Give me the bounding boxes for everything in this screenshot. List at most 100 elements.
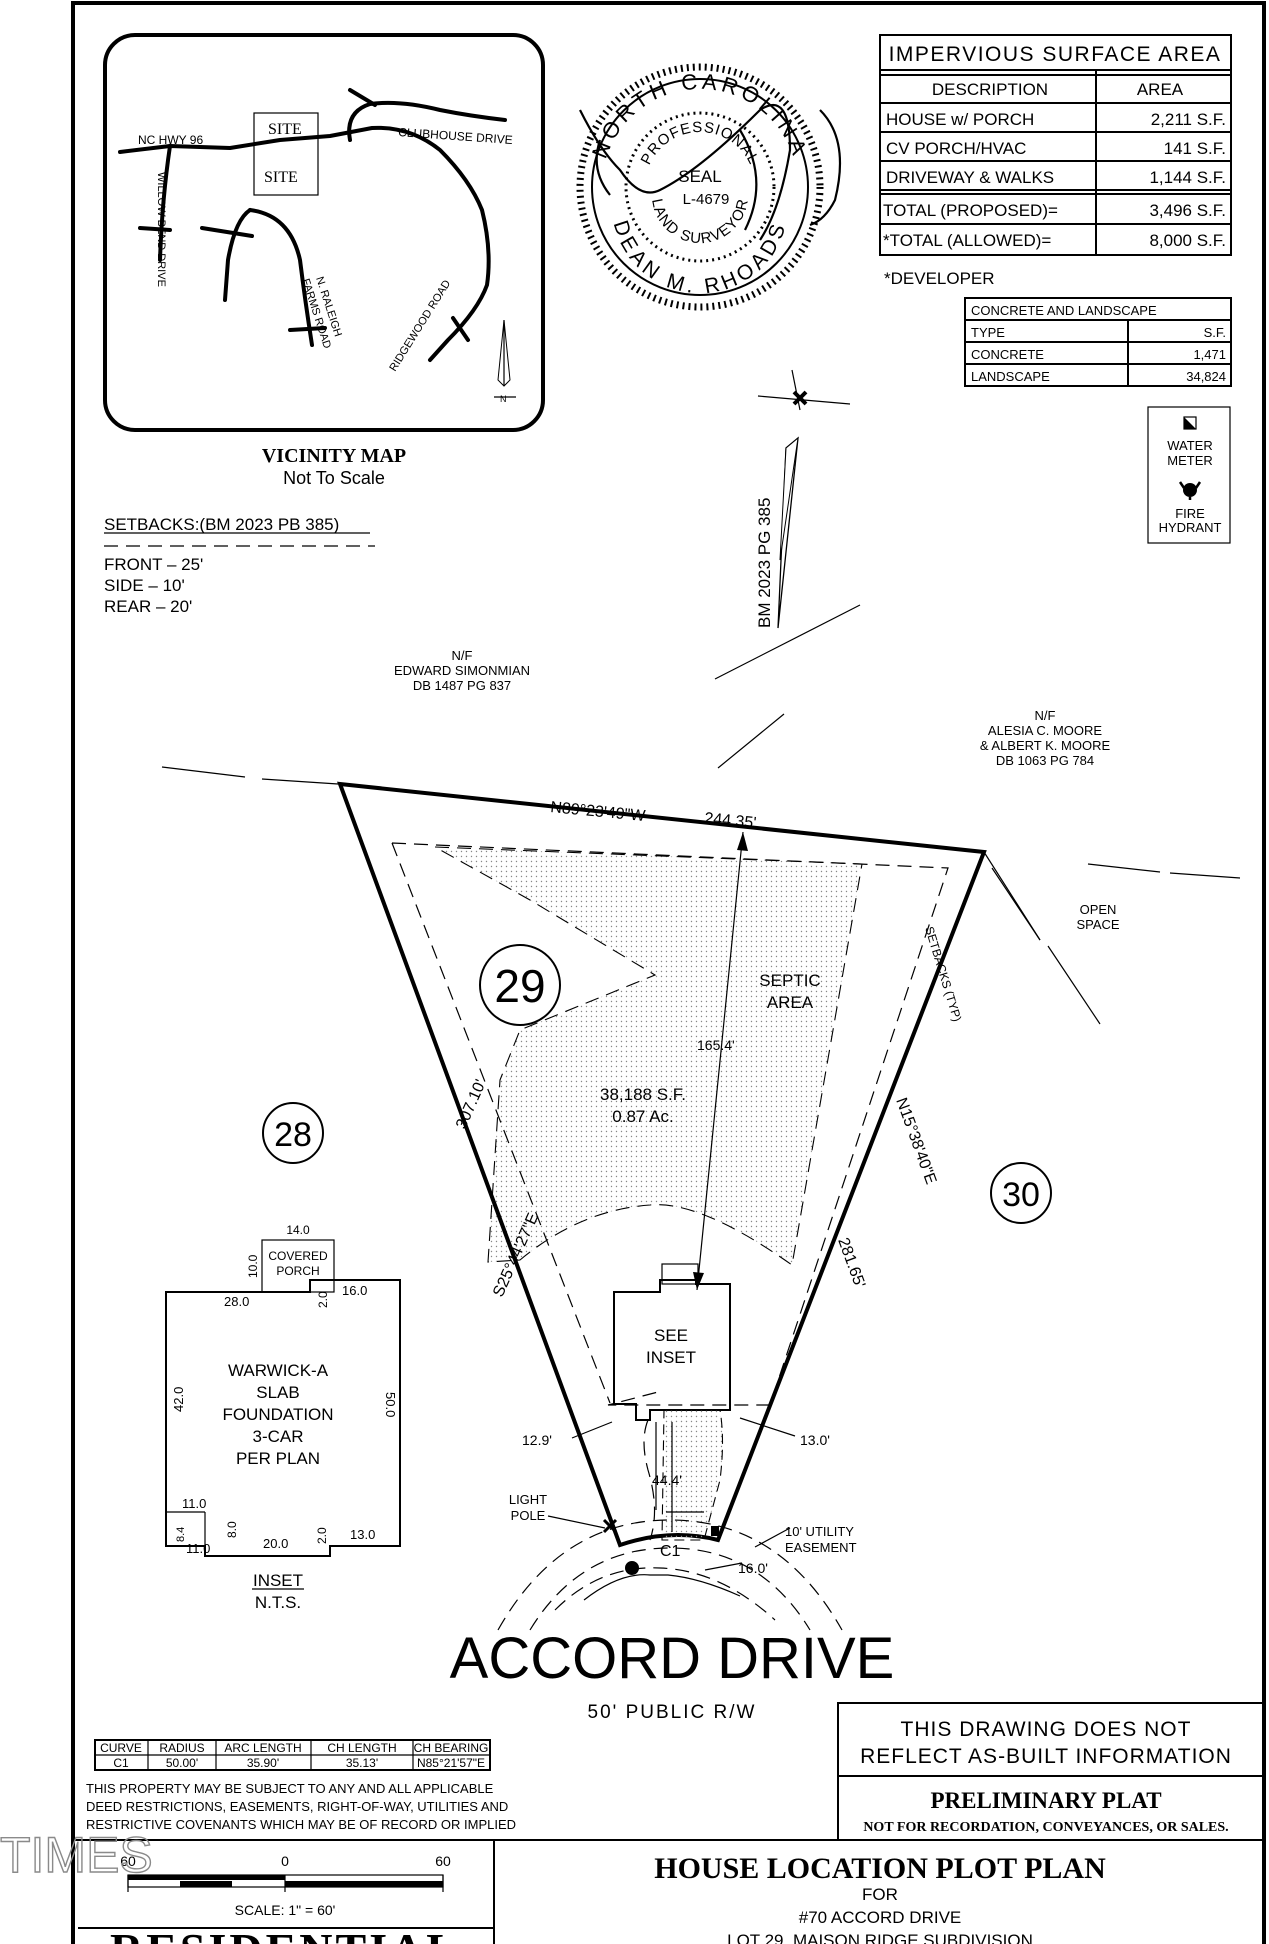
svg-text:35.13': 35.13': [346, 1756, 378, 1770]
svg-text:TYPE: TYPE: [971, 325, 1005, 340]
open-space-1: OPEN: [1080, 902, 1117, 917]
svg-text:1,144 S.F.: 1,144 S.F.: [1149, 168, 1226, 187]
svg-text:12.9': 12.9': [522, 1432, 552, 1448]
svg-text:L-4679: L-4679: [683, 191, 730, 208]
svg-text:50.0: 50.0: [383, 1392, 398, 1417]
svg-text:8.0: 8.0: [225, 1521, 239, 1538]
owner-moore: N/F ALESIA C. MOORE & ALBERT K. MOORE DB…: [980, 708, 1111, 768]
svg-text:34,824: 34,824: [1186, 369, 1226, 384]
svg-text:N/F: N/F: [1035, 708, 1056, 723]
notice-box: THIS DRAWING DOES NOT REFLECT AS-BUILT I…: [837, 1702, 1265, 1841]
svg-text:EDWARD SIMONMIAN: EDWARD SIMONMIAN: [394, 663, 530, 678]
svg-text:8,000 S.F.: 8,000 S.F.: [1149, 231, 1226, 250]
svg-text:SEAL: SEAL: [678, 167, 721, 186]
sheet-border: [71, 1, 1266, 1944]
road-n-raleigh-stub: [200, 226, 254, 238]
depth-dimension: [696, 831, 744, 1291]
svg-text:16.0: 16.0: [342, 1283, 367, 1298]
house-inset: COVERED PORCH 14.0 10.0 28.0 2.0 16.0 42…: [165, 1223, 401, 1612]
neighbor-lot-28: [262, 1102, 324, 1164]
svg-text:8.4: 8.4: [175, 1527, 187, 1542]
svg-text:1,471: 1,471: [1193, 347, 1226, 362]
road-label-hwy: NC HWY 96: [138, 133, 203, 147]
road-willow-stub: [138, 226, 172, 232]
svg-text:#70 ACCORD DRIVE: #70 ACCORD DRIVE: [799, 1908, 962, 1927]
svg-text:11.0: 11.0: [182, 1496, 206, 1511]
svg-text:RESTRICTIVE COVENANTS WHICH MA: RESTRICTIVE COVENANTS WHICH MAY BE OF RE…: [86, 1817, 516, 1832]
svg-text:SETBACKS:(BM 2023 PB 385): SETBACKS:(BM 2023 PB 385): [104, 515, 339, 534]
svg-text:244.35': 244.35': [704, 810, 757, 832]
svg-text:N85°21'57"E: N85°21'57"E: [417, 1756, 485, 1770]
svg-text:WATER: WATER: [1167, 438, 1213, 453]
svg-text:RADIUS: RADIUS: [159, 1741, 204, 1755]
site-label-2: SITE: [264, 169, 298, 186]
svg-text:AREA: AREA: [1137, 80, 1184, 99]
road-n-raleigh-west: [223, 208, 252, 302]
svg-text:TOTAL (PROPOSED)=: TOTAL (PROPOSED)=: [883, 201, 1058, 220]
svg-text:NOT FOR RECORDATION, CONVEYANC: NOT FOR RECORDATION, CONVEYANCES, OR SAL…: [863, 1820, 1228, 1835]
fire-hydrant-icon: [1178, 481, 1202, 500]
svg-text:2.0: 2.0: [315, 1527, 329, 1544]
title-block: HOUSE LOCATION PLOT PLAN FOR #70 ACCORD …: [654, 1852, 1106, 1944]
road-willow-bend: [158, 144, 172, 262]
svg-text:SETBACKS (TYP): SETBACKS (TYP): [922, 925, 964, 1023]
svg-text:50.00': 50.00': [166, 1756, 198, 1770]
site-box: [253, 112, 319, 196]
svg-text:60: 60: [435, 1853, 451, 1869]
svg-text:N.T.S.: N.T.S.: [255, 1593, 301, 1612]
symbol-legend: WATER METER FIRE HYDRANT: [1147, 406, 1231, 544]
svg-text:N15°38'40"E: N15°38'40"E: [892, 1096, 939, 1187]
svg-text:N: N: [500, 394, 507, 404]
svg-text:CONCRETE: CONCRETE: [971, 347, 1044, 362]
street-name: ACCORD DRIVE: [450, 1626, 895, 1691]
svg-text:HYDRANT: HYDRANT: [1159, 520, 1222, 535]
svg-text:THIS DRAWING DOES NOT: THIS DRAWING DOES NOT: [901, 1718, 1192, 1741]
svg-text:DESCRIPTION: DESCRIPTION: [932, 80, 1048, 99]
svg-text:SEE: SEE: [654, 1326, 688, 1345]
svg-text:S.F.: S.F.: [1204, 325, 1226, 340]
svg-text:SLAB: SLAB: [256, 1383, 299, 1402]
svg-text:20.0: 20.0: [263, 1536, 288, 1551]
svg-text:EASEMENT: EASEMENT: [785, 1540, 857, 1555]
open-space-2: SPACE: [1076, 917, 1119, 932]
septic-area: [434, 846, 863, 1266]
seal-signature: [579, 103, 792, 241]
vicinity-title: VICINITY MAP: [262, 445, 406, 467]
road-nc-hwy-96: [118, 125, 491, 362]
svg-text:42.0: 42.0: [171, 1387, 186, 1412]
svg-text:AREA: AREA: [767, 993, 814, 1012]
svg-text:DRIVEWAY & WALKS: DRIVEWAY & WALKS: [886, 168, 1054, 187]
neighbor-lot-30: [990, 1162, 1052, 1224]
svg-text:CURVE: CURVE: [100, 1741, 142, 1755]
north-arrow: BM 2023 PG 385: [755, 369, 851, 629]
svg-text:& ALBERT K. MOORE: & ALBERT K. MOORE: [980, 738, 1111, 753]
setbacks-note: SETBACKS:(BM 2023 PB 385) FRONT – 25' SI…: [104, 515, 375, 616]
fire-hydrant-marker-icon: [625, 1561, 639, 1575]
inset-footprint: [165, 1279, 401, 1557]
svg-text:METER: METER: [1167, 453, 1213, 468]
road-clubhouse-stub: [348, 88, 377, 107]
road-ridgewood-stub: [451, 316, 470, 342]
svg-text:THIS PROPERTY MAY BE SUBJECT T: THIS PROPERTY MAY BE SUBJECT TO ANY AND …: [86, 1781, 494, 1796]
watermark: TIMES: [0, 1827, 153, 1883]
driveway: [661, 1409, 724, 1541]
svg-text:REFLECT AS-BUILT INFORMATION: REFLECT AS-BUILT INFORMATION: [860, 1745, 1232, 1768]
svg-text:2.0: 2.0: [316, 1291, 330, 1308]
svg-text:INSET: INSET: [646, 1348, 696, 1367]
svg-text:FOUNDATION: FOUNDATION: [222, 1405, 333, 1424]
svg-text:HOUSE w/ PORCH: HOUSE w/ PORCH: [886, 110, 1034, 129]
svg-text:C1: C1: [660, 1543, 681, 1560]
house-footprint: [613, 1279, 731, 1421]
svg-text:DEED RESTRICTIONS, EASEMENTS,: DEED RESTRICTIONS, EASEMENTS, RIGHT-OF-W…: [86, 1799, 508, 1814]
svg-text:10' UTILITY: 10' UTILITY: [785, 1524, 854, 1539]
impervious-title: IMPERVIOUS SURFACE AREA: [889, 43, 1222, 66]
svg-text:3,496 S.F.: 3,496 S.F.: [1149, 201, 1226, 220]
svg-text:DEAN M. RHOADS: DEAN M. RHOADS: [609, 218, 792, 299]
svg-text:LIGHT: LIGHT: [509, 1492, 547, 1507]
bm-label: BM 2023 PG 385: [755, 498, 774, 628]
svg-text:16.0': 16.0': [738, 1560, 768, 1576]
svg-text:N89°23'49"W: N89°23'49"W: [550, 799, 647, 825]
svg-text:CV PORCH/HVAC: CV PORCH/HVAC: [886, 139, 1026, 158]
svg-text:REAR – 20': REAR – 20': [104, 597, 192, 616]
road-raleigh-cross: [288, 326, 327, 332]
